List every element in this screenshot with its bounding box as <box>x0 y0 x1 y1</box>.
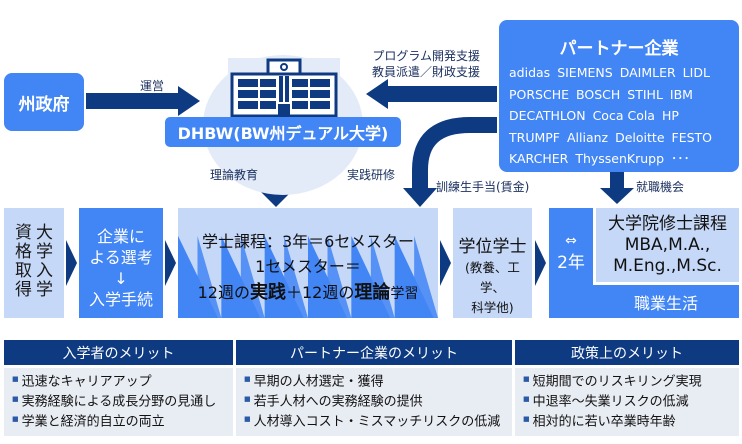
career-box: ⇔ 2年 大学院修士課程 MBA,M.A., M.Eng.,M.Sc. 職業生活 <box>549 208 739 318</box>
arrow-practice <box>403 117 497 207</box>
merit-title: 入学者のメリット <box>4 340 233 368</box>
text-practice: 実践 <box>250 282 286 303</box>
company: DECATHLON <box>509 108 586 123</box>
label-support: プログラム開発支援 教員派遣／財政支援 <box>372 48 480 80</box>
merit-title: パートナー企業のメリット <box>236 340 512 368</box>
company: HP <box>661 108 679 123</box>
qualification-col1: 資格取得 <box>15 223 32 300</box>
arrow-down-icon: ↓ <box>114 269 128 288</box>
master-line1: 大学院修士課程 <box>608 214 727 234</box>
bachelor-line3: 12週の実践＋12週の理論学習 <box>178 279 438 308</box>
label-theory: 理論教育 <box>210 168 259 182</box>
selection-line1: 企業に <box>96 227 145 246</box>
career-years: 2年 <box>557 253 585 273</box>
text-12weeks: 12週の <box>197 283 250 302</box>
merit-item: 人材導入コスト・ミスマッチリスクの低減 <box>244 412 512 432</box>
chevron-right-icon <box>66 240 77 286</box>
company: ･･･ <box>671 151 690 166</box>
partner-companies-box: パートナー企業 adidas SIEMENS DAIMLER LIDL PORSCHE… <box>499 20 739 172</box>
company: STIHL <box>627 86 663 102</box>
chevron-right-icon <box>535 240 546 286</box>
company: LIDL <box>682 65 710 80</box>
merit-item: 中退率～失業リスクの低減 <box>523 392 739 412</box>
merit-item: 早期の人材選定・獲得 <box>244 372 512 392</box>
company: adidas <box>509 65 551 80</box>
semester-shape <box>370 236 395 318</box>
chevron-right-icon <box>440 240 451 286</box>
merit-item: 学業と経済的自立の両立 <box>12 412 233 432</box>
merit-item: 実務経験による成長分野の見通し <box>12 392 233 412</box>
company: KARCHER <box>509 151 569 166</box>
company: Coca Cola <box>592 108 655 123</box>
career-label: 職業生活 <box>633 293 698 313</box>
selection-line2: よる選考 <box>89 248 153 267</box>
text-theory: 理論 <box>354 282 391 303</box>
merit-panel-students: 入学者のメリット 迅速なキャリアアップ 実務経験による成長分野の見通し 学業と経… <box>4 340 233 436</box>
merit-item: 若手人材への実務経験の提供 <box>244 392 512 412</box>
merit-item: 迅速なキャリアアップ <box>12 372 233 392</box>
double-arrow-icon: ⇔ <box>565 233 577 249</box>
merit-item: 相対的に若い卒業時年齢 <box>523 412 739 432</box>
company: ThyssenKrupp <box>575 151 665 166</box>
state-government-label: 州政府 <box>18 94 70 115</box>
label-support-line2: 教員派遣／財政支援 <box>372 65 481 79</box>
partner-title: パートナー企業 <box>559 39 679 59</box>
bachelor-program-box: 学士課程：3年＝6セメスター 1セメスター＝ 12週の実践＋12週の理論学習 <box>178 208 438 318</box>
degree-box: 学位学士 (教養、工学、 科学他) <box>453 208 532 318</box>
semester-pattern <box>178 236 438 318</box>
chevron-right-icon <box>165 240 176 286</box>
company: TRUMPF <box>509 129 560 145</box>
company: IBM <box>669 86 693 102</box>
master-line2: MBA,M.A., <box>624 235 711 255</box>
university-label: DHBW(BW州デュアル大学) <box>177 124 389 143</box>
label-employment: 就職機会 <box>636 180 685 194</box>
company: Allianz <box>566 129 609 145</box>
company: BOSCH <box>576 86 621 102</box>
arrow-operate <box>86 86 200 116</box>
university-label-box: DHBW(BW州デュアル大学) <box>165 117 401 147</box>
label-support-line1: プログラム開発支援 <box>372 49 481 63</box>
master-program-box: 大学院修士課程 MBA,M.A., M.Eng.,M.Sc. <box>593 208 739 285</box>
text-plus-12weeks: ＋12週の <box>286 283 355 302</box>
company: SIEMENS <box>557 65 613 80</box>
school-building-icon <box>228 58 340 118</box>
state-government-box: 州政府 <box>4 73 84 131</box>
company: PORSCHE <box>509 86 570 102</box>
semester-shape <box>394 236 434 318</box>
text-study: 学習 <box>390 286 419 302</box>
label-practice: 実践研修 <box>347 168 396 182</box>
selection-box: 企業に よる選考 ↓ 入学手続 <box>79 208 163 318</box>
master-line3: M.Eng.,M.Sc. <box>613 256 722 276</box>
bachelor-line2: 1セメスター＝ <box>255 257 361 276</box>
degree-title: 学位学士 <box>458 237 527 257</box>
degree-sub1: (教養、工学、 <box>465 260 520 295</box>
semester-shape <box>414 236 438 318</box>
degree-sub2: 科学他) <box>471 300 514 315</box>
label-operate: 運営 <box>140 79 165 93</box>
partner-company-list: adidas SIEMENS DAIMLER LIDL PORSCHE BOSCH STI… <box>509 62 733 170</box>
merit-panel-policy: 政策上のメリット 短期間でのリスキリング実現 中退率～失業リスクの低減 相対的に… <box>515 340 739 436</box>
company: DAIMLER <box>619 65 676 80</box>
merit-panel-partners: パートナー企業のメリット 早期の人材選定・獲得 若手人材への実務経験の提供 人材… <box>236 340 512 436</box>
merit-item: 短期間でのリスキリング実現 <box>523 372 739 392</box>
label-allowance: 訓練生手当(賃金) <box>436 180 530 194</box>
merit-title: 政策上のメリット <box>515 340 739 368</box>
semester-shape <box>221 236 261 318</box>
qualification-box: 資格取得 大学入学 <box>4 208 64 318</box>
arrow-support <box>366 79 497 109</box>
bachelor-line1: 学士課程：3年＝6セメスター <box>201 232 415 251</box>
company: FESTO <box>671 129 713 145</box>
qualification-col2: 大学入学 <box>36 223 53 300</box>
arrow-employment <box>600 172 634 204</box>
company: Deloitte <box>615 129 665 145</box>
selection-line3: 入学手続 <box>88 290 153 309</box>
